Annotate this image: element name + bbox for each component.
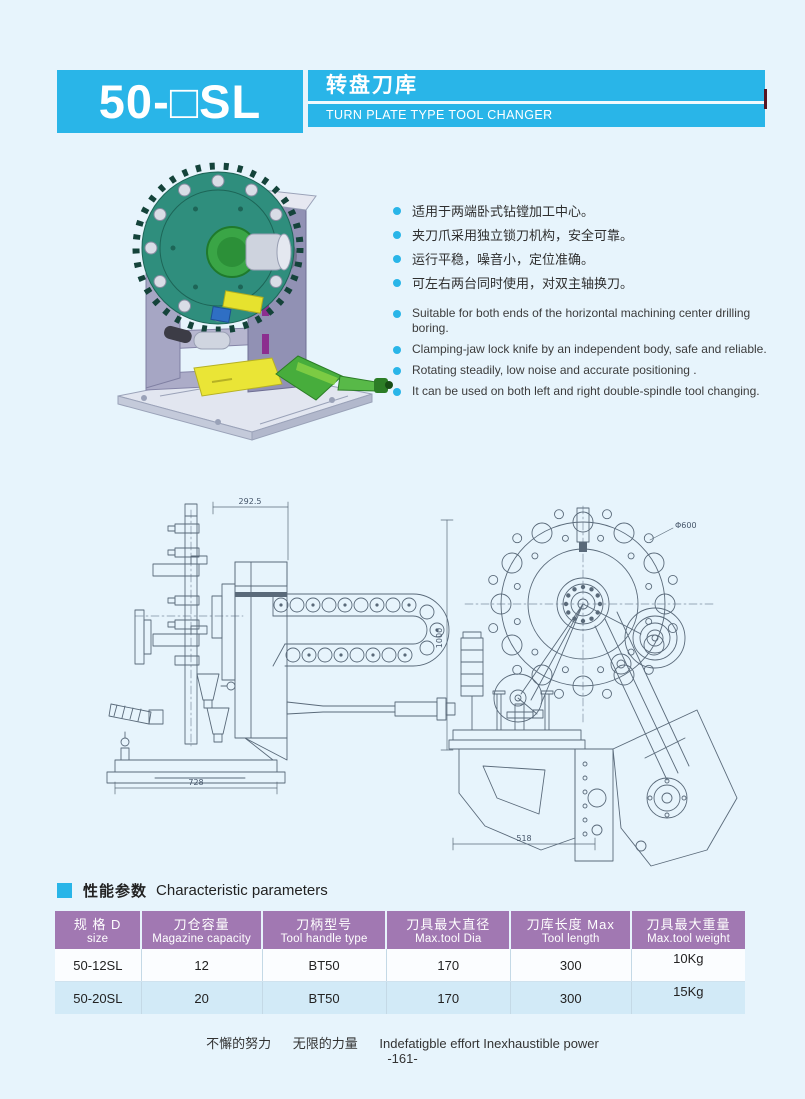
list-item: 夹刀爪采用独立锁刀机构，安全可靠。	[393, 227, 783, 244]
bullet-dot-icon	[393, 231, 401, 239]
front-view-turret	[488, 507, 678, 705]
machine-3d-render	[117, 162, 393, 441]
bullet-dot-icon	[393, 255, 401, 263]
front-view-lower-plate	[612, 709, 738, 867]
footer-slogan: 不懈的努力 无限的力量 Indefatigble effort Inexhaus…	[0, 1033, 805, 1052]
tool-cone	[275, 355, 393, 401]
front-view-motor	[610, 607, 686, 675]
feature-list-english: Suitable for both ends of the horizontal…	[393, 306, 785, 405]
front-view-drawing: Φ600 518	[448, 505, 738, 867]
side-view-arm	[286, 697, 456, 721]
feature-list-chinese: 适用于两端卧式钻镗加工中心。 夹刀爪采用独立锁刀机构，安全可靠。 运行平稳，噪音…	[393, 203, 783, 299]
front-view-dimensions: Φ600 518	[452, 521, 697, 851]
bullet-dot-icon	[393, 279, 401, 287]
machine-attachments	[164, 290, 283, 397]
front-view-stand	[448, 690, 614, 862]
title-bar: 转盘刀库 TURN PLATE TYPE TOOL CHANGER	[308, 70, 767, 127]
dim-width-label: 292.5	[239, 498, 262, 506]
side-view-disc-stack	[108, 503, 236, 745]
bullet-dot-icon	[393, 207, 401, 215]
list-item: Suitable for both ends of the horizontal…	[393, 306, 785, 336]
model-number-block: 50-□SL	[57, 70, 303, 133]
slogan-english: Indefatigble effort Inexhaustible power	[379, 1036, 599, 1051]
tool-disc	[132, 162, 304, 334]
side-view-dimensions: 292.5 1000 728	[114, 498, 454, 795]
list-item: 可左右两台同时使用，对双主轴换刀。	[393, 275, 783, 292]
list-item: 运行平稳，噪音小，定位准确。	[393, 251, 783, 268]
side-view-column	[211, 561, 288, 739]
side-view-drawing: 292.5 1000 728	[106, 498, 456, 795]
slogan-chinese-1: 不懈的努力	[206, 1036, 272, 1051]
section-title: 性能参数 Characteristic parameters	[57, 880, 328, 901]
list-item: Rotating steadily, low noise and accurat…	[393, 363, 785, 378]
table-row: 50-12SL 12 BT50 170 300 10Kg	[55, 949, 745, 982]
slogan-chinese-2: 无限的力量	[292, 1036, 358, 1051]
model-number: 50-□SL	[98, 75, 262, 128]
dim-height-label: 1000	[435, 628, 444, 648]
section-title-english: Characteristic parameters	[156, 882, 328, 899]
page-number: -161-	[387, 1051, 418, 1066]
dim-diameter-label: Φ600	[675, 521, 697, 530]
bullet-dot-icon	[393, 346, 401, 354]
section-square-icon	[57, 883, 72, 898]
bullet-dot-icon	[393, 310, 401, 318]
list-item: It can be used on both left and right do…	[393, 384, 785, 399]
front-view-arm	[594, 611, 690, 781]
title-separator	[308, 101, 765, 104]
front-view-tower	[460, 631, 484, 731]
header-notch	[764, 89, 767, 109]
dim-base-label: 728	[188, 778, 203, 787]
side-view-chain	[272, 593, 450, 667]
title-chinese: 转盘刀库	[308, 70, 765, 101]
table-row: 50-20SL 20 BT50 170 300 15Kg	[55, 981, 745, 1014]
list-item: 适用于两端卧式钻镗加工中心。	[393, 203, 783, 220]
list-item: Clamping-jaw lock knife by an independen…	[393, 342, 785, 357]
section-title-chinese: 性能参数	[83, 883, 148, 900]
bullet-dot-icon	[393, 367, 401, 375]
dim-base-label: 518	[516, 834, 531, 843]
bullet-dot-icon	[393, 388, 401, 396]
side-view-base	[106, 731, 288, 784]
title-english: TURN PLATE TYPE TOOL CHANGER	[308, 104, 765, 127]
